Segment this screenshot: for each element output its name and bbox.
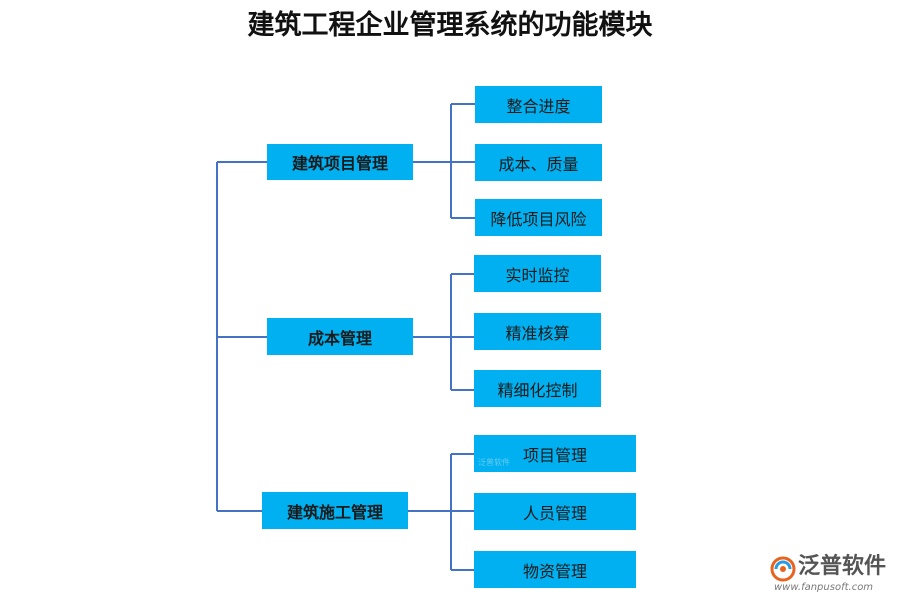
node-g1-child-1: 整合进度 bbox=[475, 86, 602, 123]
watermark-text: 泛普软件 bbox=[478, 458, 510, 467]
node-g2-child-1-label: 实时监控 bbox=[505, 265, 570, 285]
node-g1-child-2-label: 成本、质量 bbox=[498, 154, 579, 174]
page-title: 建筑工程企业管理系统的功能模块 bbox=[247, 10, 653, 41]
node-g3-child-2-label: 人员管理 bbox=[522, 503, 587, 523]
node-g2-child-1: 实时监控 bbox=[474, 255, 601, 292]
node-group-2-label: 成本管理 bbox=[307, 328, 372, 348]
node-g2-child-3-label: 精细化控制 bbox=[497, 380, 578, 400]
node-g2-child-3: 精细化控制 bbox=[474, 370, 601, 407]
node-g3-child-1-label: 项目管理 bbox=[522, 445, 587, 465]
node-group-2: 成本管理 bbox=[267, 318, 413, 355]
node-g3-child-1: 项目管理 bbox=[474, 435, 636, 472]
node-g3-child-3-label: 物资管理 bbox=[522, 561, 587, 581]
node-g3-child-2: 人员管理 bbox=[474, 493, 636, 530]
node-g2-child-2-label: 精准核算 bbox=[505, 323, 570, 343]
node-g1-child-3: 降低项目风险 bbox=[475, 199, 602, 236]
node-g3-child-3: 物资管理 bbox=[474, 551, 636, 588]
brand-url: www.fanpusoft.com bbox=[774, 582, 874, 593]
brand-name: 泛普软件 bbox=[798, 554, 887, 579]
node-group-3-label: 建筑施工管理 bbox=[286, 502, 383, 522]
node-g1-child-3-label: 降低项目风险 bbox=[490, 209, 587, 229]
node-group-3: 建筑施工管理 bbox=[262, 492, 408, 529]
node-group-1-label: 建筑项目管理 bbox=[291, 154, 388, 173]
node-g2-child-2: 精准核算 bbox=[474, 313, 601, 350]
fanpu-logo-icon bbox=[770, 556, 796, 582]
node-g1-child-1-label: 整合进度 bbox=[506, 96, 571, 116]
brand-logo: 泛普软件 www.fanpusoft.com bbox=[770, 552, 895, 598]
node-group-1: 建筑项目管理 bbox=[267, 144, 413, 180]
node-g1-child-2: 成本、质量 bbox=[475, 144, 602, 181]
